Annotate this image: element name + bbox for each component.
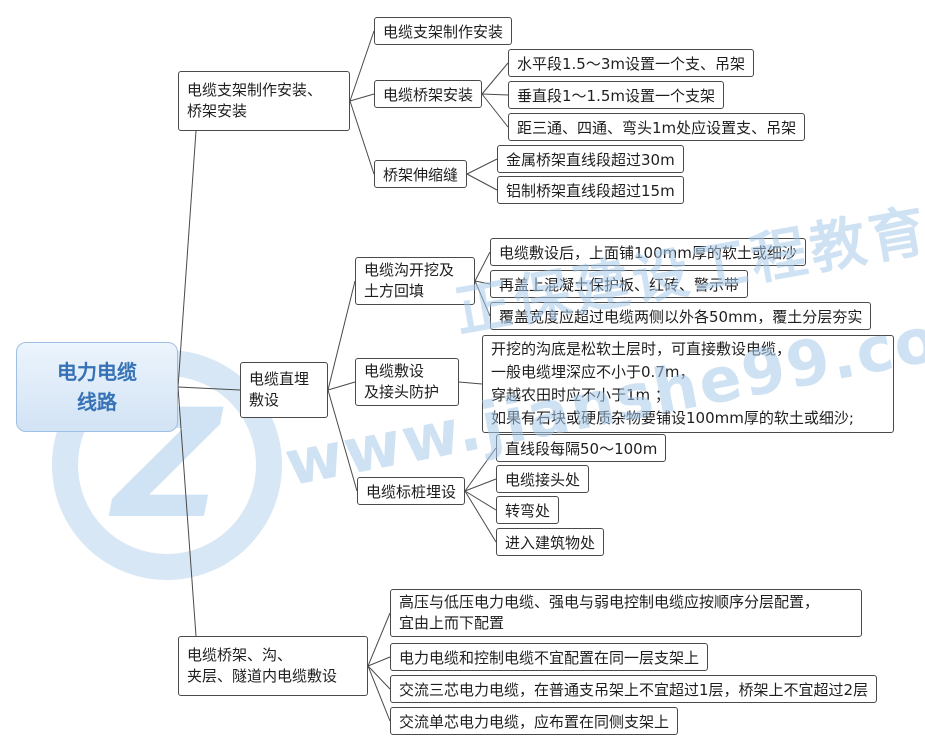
node-soft-soil-cover-100mm: 电缆敷设后，上面铺100mm厚的软土或细沙 [490, 238, 806, 266]
node-laying-and-joint-protection: 电缆敷设 及接头防护 [355, 358, 459, 406]
branch-support-bracket-and-tray-install: 电缆支架制作安装、 桥架安装 [178, 71, 350, 131]
node-cover-width-50mm: 覆盖宽度应超过电缆两侧以外各50mm，覆土分层夯实 [490, 302, 872, 330]
node-tray-expansion-joint: 桥架伸缩缝 [374, 160, 468, 188]
node-metal-tray-30m: 金属桥架直线段超过30m [497, 145, 684, 173]
node-cable-tray-install: 电缆桥架安装 [374, 80, 483, 108]
branch-tray-trench-tunnel-laying: 电缆桥架、沟、 夹层、隧道内电缆敷设 [178, 636, 368, 696]
branch-direct-burial-laying: 电缆直埋 敷设 [240, 362, 328, 418]
node-trench-excavation-backfill: 电缆沟开挖及 土方回填 [355, 257, 475, 305]
node-aluminum-tray-15m: 铝制桥架直线段超过15m [497, 176, 684, 204]
node-fitting-distance-support: 距三通、四通、弯头1m处应设置支、吊架 [508, 113, 806, 141]
node-layered-arrangement-order: 高压与低压电力电缆、强电与弱电控制电缆应按顺序分层配置， 宜由上而下配置 [390, 589, 862, 637]
node-building-entry: 进入建筑物处 [496, 528, 605, 556]
node-concrete-protection-board: 再盖上混凝土保护板、红砖、警示带 [490, 270, 749, 298]
node-cable-joint-location: 电缆接头处 [496, 465, 590, 493]
node-straight-section-interval: 直线段每隔50～100m [496, 434, 667, 462]
node-horizontal-span-support: 水平段1.5～3m设置一个支、吊架 [508, 49, 755, 77]
node-vertical-span-support: 垂直段1～1.5m设置一个支架 [508, 81, 725, 109]
node-burial-depth-requirements: 开挖的沟底是松软土层时，可直接敷设电缆， 一般电缆埋深应不小于0.7m， 穿越农… [482, 335, 894, 433]
node-three-core-layer-limit: 交流三芯电力电缆，在普通支吊架上不宜超过1层，桥架上不宜超过2层 [390, 675, 878, 703]
node-single-core-same-side: 交流单芯电力电缆，应布置在同侧支架上 [390, 707, 679, 735]
node-turning-point: 转弯处 [496, 496, 560, 524]
node-root: 电力电缆 线路 [16, 342, 178, 432]
node-marker-stake-setting: 电缆标桩埋设 [357, 477, 466, 505]
node-bracket-fabrication-install: 电缆支架制作安装 [374, 17, 513, 45]
node-power-control-separate-layer: 电力电缆和控制电缆不宜配置在同一层支架上 [390, 643, 709, 671]
